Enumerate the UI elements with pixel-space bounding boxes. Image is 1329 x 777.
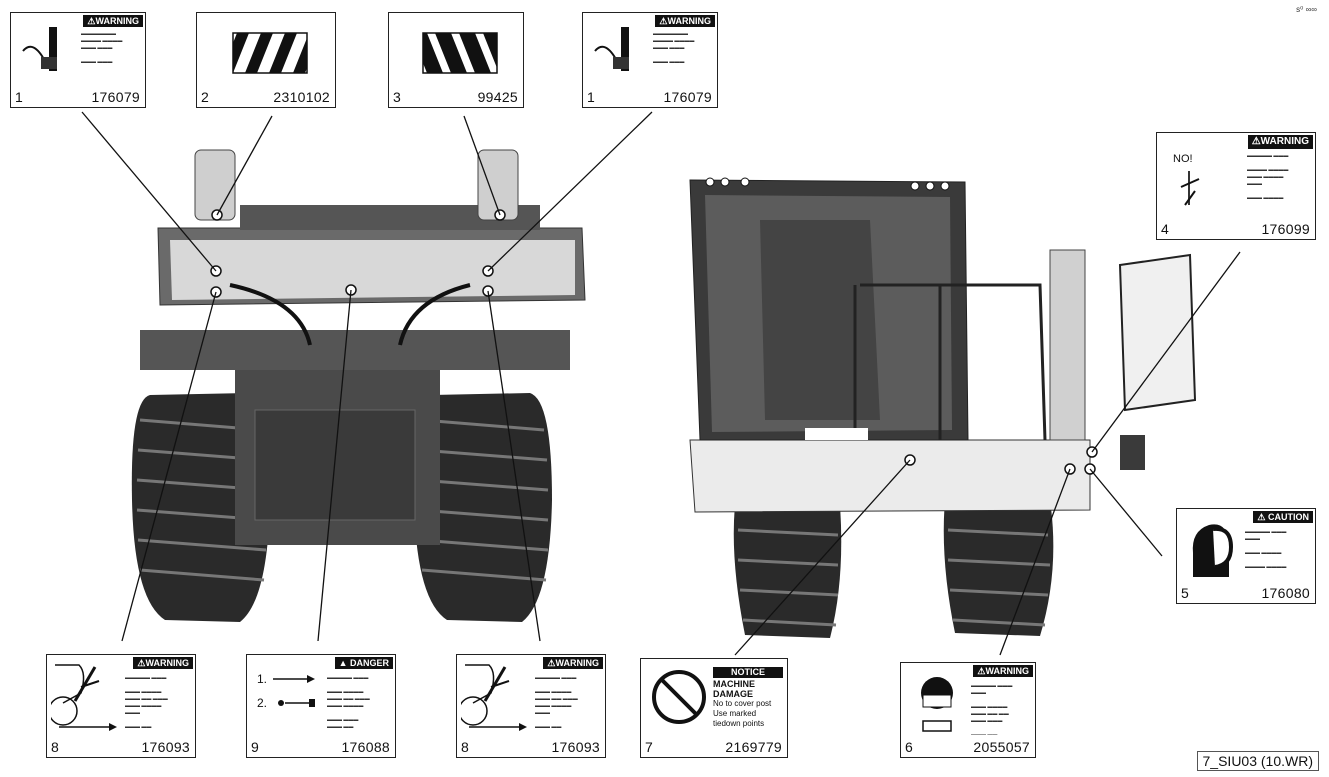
no-label: NO! bbox=[1173, 153, 1193, 165]
decal-4: ⚠WARNING NO! ▬▬▬▬▬ ▬▬▬▬▬▬▬ ▬▬▬▬▬▬▬ ▬▬▬▬▬… bbox=[1156, 132, 1316, 240]
hearing-protection-icon bbox=[1192, 524, 1234, 577]
notice-line: Use marked bbox=[713, 709, 757, 718]
callout-lines bbox=[81, 111, 1241, 656]
decal-number: 7 bbox=[645, 739, 653, 755]
respirator-icon bbox=[921, 677, 953, 732]
decal-number: 5 bbox=[1181, 585, 1189, 601]
decal-number: 2 bbox=[201, 89, 209, 105]
decal-3: 3 99425 bbox=[388, 12, 524, 108]
decal-part-number: 176093 bbox=[551, 739, 600, 755]
decal-9: ▲ DANGER 1. 2. ▬▬▬▬▬ ▬▬▬▬▬▬ ▬▬▬▬▬▬▬ ▬▬ ▬… bbox=[246, 654, 396, 758]
notice-line: DAMAGE bbox=[713, 689, 753, 699]
decal-header: ⚠WARNING bbox=[543, 657, 603, 669]
decal-part-number: 176093 bbox=[141, 739, 190, 755]
no-tie-icon bbox=[652, 670, 706, 724]
decal-number: 8 bbox=[461, 739, 469, 755]
decal-number: 8 bbox=[51, 739, 59, 755]
decal-8a: ⚠WARNING ▬▬▬▬▬ ▬▬▬▬▬▬ ▬▬▬▬▬▬▬ ▬▬ ▬▬▬▬▬▬ … bbox=[46, 654, 196, 758]
decal-part-number: 2169779 bbox=[725, 739, 782, 755]
decal-6: ⚠WARNING ▬▬▬▬▬ ▬▬▬▬▬▬▬▬▬ ▬▬▬▬▬▬▬ ▬▬ ▬▬▬▬… bbox=[900, 662, 1036, 758]
notice-line: MACHINE bbox=[713, 679, 755, 689]
svg-text:1.: 1. bbox=[257, 672, 267, 686]
decal-number: 1 bbox=[587, 89, 595, 105]
decal-part-number: 2055057 bbox=[973, 739, 1030, 755]
notice-line: No to cover post bbox=[713, 699, 772, 708]
notice-header: NOTICE bbox=[713, 667, 783, 678]
hand-crush-icon bbox=[22, 27, 57, 71]
decal-part-number: 99425 bbox=[477, 89, 518, 105]
machine-front-view bbox=[689, 177, 1197, 638]
decal-7: NOTICE MACHINE DAMAGE No to cover post U… bbox=[640, 658, 788, 758]
decal-header: ⚠WARNING bbox=[133, 657, 193, 669]
figure-id: 7_SIU03 (10.WR) bbox=[1196, 751, 1319, 771]
decal-header: ⚠WARNING bbox=[973, 665, 1033, 677]
decal-part-number: 2310102 bbox=[273, 89, 330, 105]
svg-text:2.: 2. bbox=[257, 696, 267, 710]
hazard-stripe-icon bbox=[232, 32, 308, 74]
hand-crush-icon bbox=[594, 27, 629, 71]
decal-part-number: 176099 bbox=[1261, 221, 1310, 237]
machine-rear-view bbox=[131, 149, 586, 622]
decal-part-number: 176080 bbox=[1261, 585, 1310, 601]
decal-header: ⚠WARNING bbox=[83, 15, 143, 27]
decal-5: ⚠ CAUTION ▬▬▬▬▬ ▬▬▬▬▬▬▬▬▬ ▬▬▬▬▬▬▬▬ ▬▬▬▬ … bbox=[1176, 508, 1316, 604]
decal-number: 4 bbox=[1161, 221, 1169, 237]
corner-mark: s⁰ ∞∞ bbox=[1296, 5, 1317, 14]
decal-header: ▲ DANGER bbox=[334, 657, 393, 669]
run-over-icon bbox=[51, 664, 117, 731]
decal-part-number: 176079 bbox=[663, 89, 712, 105]
notice-line: tiedown points bbox=[713, 719, 765, 728]
decal-number: 6 bbox=[905, 739, 913, 755]
decal-2: 2 2310102 bbox=[196, 12, 336, 108]
run-over-icon bbox=[461, 664, 527, 731]
decal-8b: ⚠WARNING ▬▬▬▬▬ ▬▬▬▬▬▬ ▬▬▬▬▬▬▬ ▬▬ ▬▬▬▬▬▬ … bbox=[456, 654, 606, 758]
decal-part-number: 176079 bbox=[91, 89, 140, 105]
decal-header: ⚠ CAUTION bbox=[1253, 511, 1313, 523]
decal-part-number: 176088 bbox=[341, 739, 390, 755]
decal-header: ⚠WARNING bbox=[1247, 135, 1313, 149]
decal-1a: ⚠WARNING ▬▬▬▬▬▬▬▬▬▬▬ ▬▬▬▬▬▬▬ ▬▬▬▬▬▬ ▬▬▬ … bbox=[10, 12, 146, 108]
no-climb-icon bbox=[1180, 171, 1200, 206]
decal-number: 1 bbox=[15, 89, 23, 105]
decal-1b: ⚠WARNING ▬▬▬▬▬▬▬▬▬▬▬ ▬▬▬▬▬▬▬ ▬▬▬▬▬▬ ▬▬▬ … bbox=[582, 12, 718, 108]
decal-number: 3 bbox=[393, 89, 401, 105]
decal-number: 9 bbox=[251, 739, 259, 755]
decal-header: ⚠WARNING bbox=[655, 15, 715, 27]
hydraulic-pressure-icon: 1. 2. bbox=[257, 672, 315, 710]
hazard-stripe-icon bbox=[422, 32, 498, 74]
